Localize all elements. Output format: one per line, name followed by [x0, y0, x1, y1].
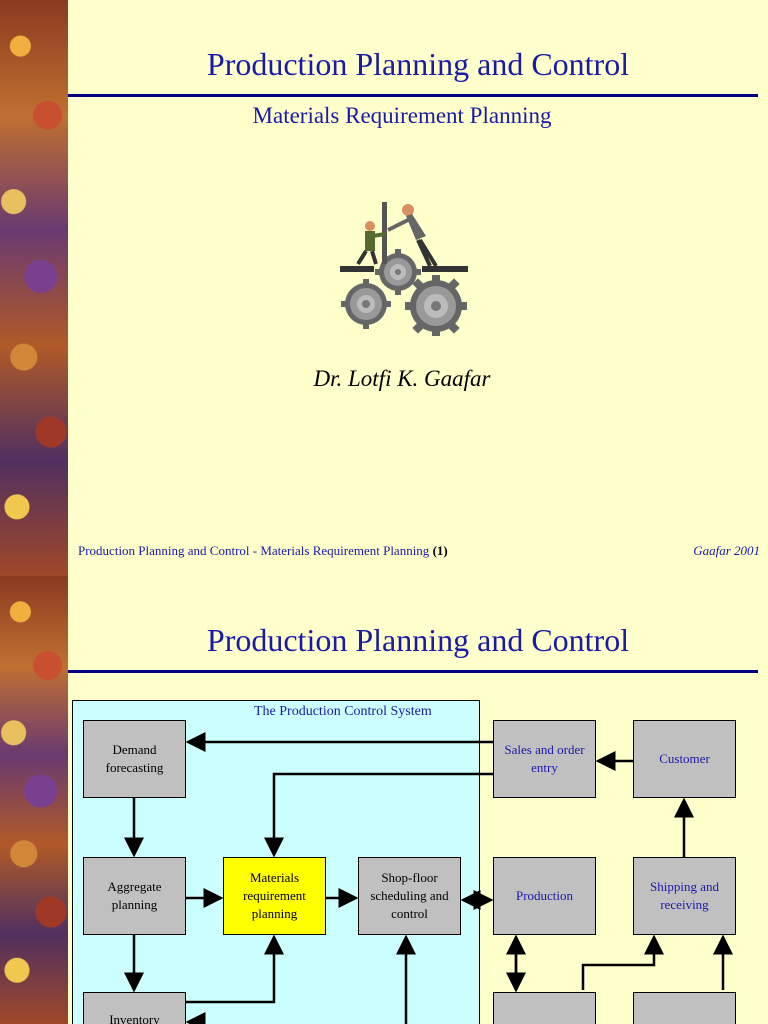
slide-1: Production Planning and Control Material… [0, 0, 760, 576]
author-name: Dr. Lotfi K. Gaafar [313, 366, 491, 391]
production-control-system-label: The Production Control System [254, 704, 432, 719]
node-partial-bottom-right [633, 992, 736, 1024]
slide-subtitle: Materials Requirement Planning [252, 103, 552, 128]
decorative-gear-strip [0, 576, 68, 1024]
node-inventory: Inventory [83, 992, 186, 1024]
node-aggregate-planning: Aggregate planning [83, 857, 186, 935]
footer-text: Production Planning and Control - Materi… [78, 543, 430, 558]
node-partial-bottom-middle [493, 992, 596, 1024]
node-sales-order-entry: Sales and order entry [493, 720, 596, 798]
decorative-gear-strip [0, 0, 68, 576]
slide-title: Production Planning and Control [206, 46, 630, 82]
gears-clipart-image [340, 202, 468, 336]
footer-credit: Gaafar 2001 [693, 543, 760, 558]
slide-footer: Production Planning and Control - Materi… [78, 543, 448, 559]
title-rule [68, 94, 758, 97]
node-shipping-receiving: Shipping and receiving [633, 857, 736, 935]
node-shop-floor-scheduling: Shop-floor scheduling and control [358, 857, 461, 935]
title-rule [68, 670, 758, 673]
slide-title: Production Planning and Control [206, 622, 630, 658]
node-customer: Customer [633, 720, 736, 798]
page-number: (1) [432, 543, 448, 558]
slide-2: Production Planning and Control The Prod… [0, 576, 768, 1024]
node-production: Production [493, 857, 596, 935]
node-materials-requirement-planning: Materials requirement planning [223, 857, 326, 935]
node-demand-forecasting: Demand forecasting [83, 720, 186, 798]
